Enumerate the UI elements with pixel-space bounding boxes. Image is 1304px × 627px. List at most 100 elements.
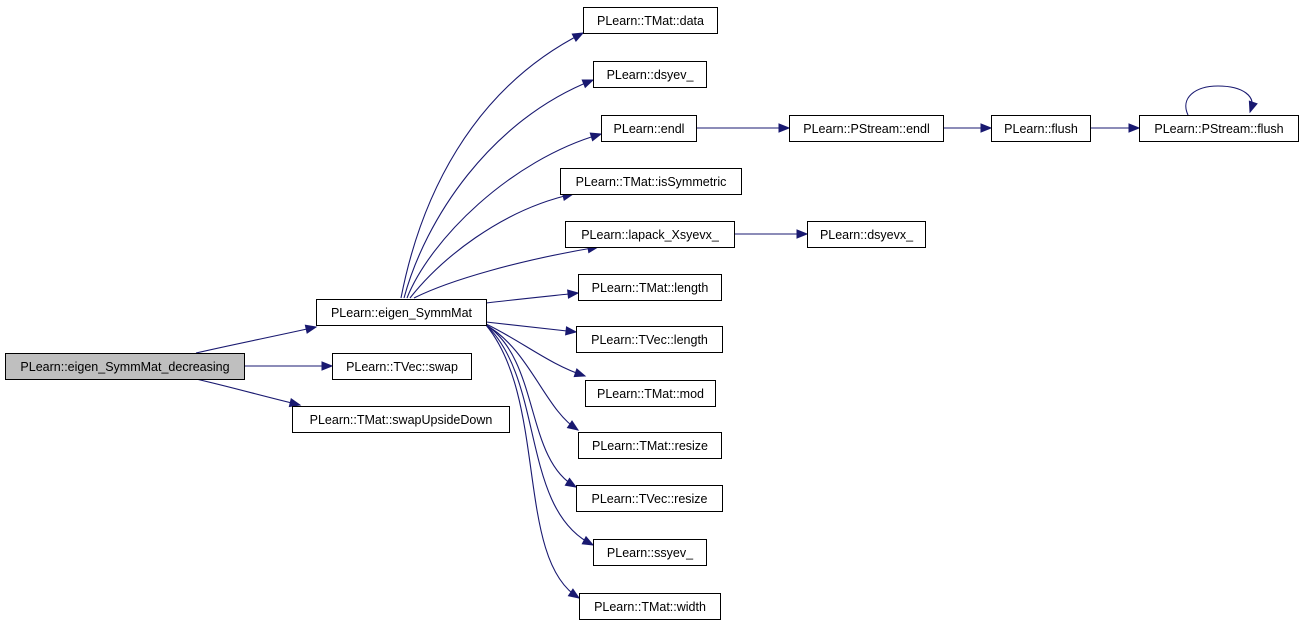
node-label: PLearn::TVec::swap — [346, 360, 458, 374]
edge-eigen-to-tmlen — [485, 289, 580, 304]
node-label: PLearn::TMat::data — [597, 14, 704, 28]
node-label: PLearn::PStream::endl — [803, 122, 929, 136]
edge-eigen-to-tmres — [485, 324, 580, 431]
node-label: PLearn::ssyev_ — [607, 546, 694, 560]
node-box — [585, 380, 716, 407]
node-tmres[interactable]: PLearn::TMat::resize — [578, 432, 722, 459]
node-box — [583, 7, 718, 34]
edge-eigen-to-mod — [485, 323, 587, 378]
arrow-head-icon — [304, 324, 318, 334]
arrow-head-icon — [573, 368, 587, 378]
node-label: PLearn::TMat::isSymmetric — [576, 175, 727, 189]
edge-eigen-to-ssyev — [485, 324, 595, 546]
arrow-head-icon — [980, 123, 993, 133]
node-label: PLearn::TMat::width — [594, 600, 706, 614]
arrow-head-icon — [1248, 100, 1258, 114]
edge-eigen-to-data — [400, 32, 585, 299]
edge-root-to-eigen — [195, 324, 318, 354]
node-mod[interactable]: PLearn::TMat::mod — [585, 380, 716, 407]
node-label: PLearn::TMat::swapUpsideDown — [310, 413, 493, 427]
edge-line — [485, 324, 577, 488]
arrow-head-icon — [581, 535, 595, 546]
arrow-head-icon — [288, 397, 302, 408]
edge-line — [485, 323, 586, 377]
node-dsyevx[interactable]: PLearn::dsyevx_ — [807, 221, 926, 248]
node-tvswap[interactable]: PLearn::TVec::swap — [332, 353, 472, 380]
edge-eigen-to-issym — [409, 191, 575, 299]
node-width[interactable]: PLearn::TMat::width — [579, 593, 721, 620]
edge-line — [485, 324, 579, 431]
arrow-head-icon — [564, 477, 578, 488]
arrow-head-icon — [565, 326, 578, 336]
edge-line — [403, 79, 594, 299]
arrow-head-icon — [589, 132, 603, 142]
node-tvres[interactable]: PLearn::TVec::resize — [576, 485, 723, 512]
node-box — [565, 221, 735, 248]
arrow-head-icon — [1128, 123, 1141, 133]
node-data[interactable]: PLearn::TMat::data — [583, 7, 718, 34]
node-ssyev[interactable]: PLearn::ssyev_ — [593, 539, 707, 566]
edge-eigen-to-tvlen — [485, 321, 578, 336]
node-tvlen[interactable]: PLearn::TVec::length — [576, 326, 723, 353]
node-label: PLearn::dsyev_ — [607, 68, 695, 82]
node-dsyev[interactable]: PLearn::dsyev_ — [593, 61, 707, 88]
node-psflush[interactable]: PLearn::PStream::flush — [1139, 115, 1299, 142]
edge-line — [400, 32, 584, 299]
edge-lapack-to-dsyevx — [734, 229, 809, 239]
edge-eigen-to-endl — [406, 132, 603, 299]
node-endl[interactable]: PLearn::endl — [601, 115, 697, 142]
node-flush[interactable]: PLearn::flush — [991, 115, 1091, 142]
node-box — [991, 115, 1091, 142]
node-label: PLearn::TVec::length — [591, 333, 708, 347]
arrow-head-icon — [778, 123, 791, 133]
node-box — [560, 168, 742, 195]
node-box — [601, 115, 697, 142]
node-label: PLearn::TMat::resize — [592, 439, 708, 453]
arrow-head-icon — [321, 361, 334, 371]
edge-flush-to-psflush — [1090, 123, 1141, 133]
node-label: PLearn::flush — [1004, 122, 1078, 136]
edge-psendl-to-flush — [943, 123, 993, 133]
arrow-head-icon — [566, 420, 580, 431]
arrow-head-icon — [567, 588, 581, 599]
node-root[interactable]: PLearn::eigen_SymmMat_decreasing — [5, 353, 245, 380]
edge-line — [195, 378, 301, 406]
edge-eigen-to-width — [485, 324, 581, 599]
node-box — [316, 299, 487, 326]
node-label: PLearn::PStream::flush — [1154, 122, 1283, 136]
node-box — [807, 221, 926, 248]
node-tmlen[interactable]: PLearn::TMat::length — [578, 274, 722, 301]
node-box — [576, 485, 723, 512]
edges-layer — [195, 32, 1258, 599]
node-psendl[interactable]: PLearn::PStream::endl — [789, 115, 944, 142]
arrow-head-icon — [571, 32, 585, 43]
node-box — [789, 115, 944, 142]
node-box — [1139, 115, 1299, 142]
node-lapack[interactable]: PLearn::lapack_Xsyevx_ — [565, 221, 735, 248]
node-eigen[interactable]: PLearn::eigen_SymmMat — [316, 299, 487, 326]
node-box — [332, 353, 472, 380]
edge-endl-to-psendl — [696, 123, 791, 133]
node-label: PLearn::TVec::resize — [591, 492, 707, 506]
edge-eigen-to-tvres — [485, 324, 578, 488]
edge-line — [413, 246, 599, 299]
edge-eigen-to-dsyev — [403, 79, 595, 299]
edge-line — [409, 193, 574, 299]
edge-line — [485, 324, 580, 599]
edge-eigen-to-lapack — [413, 244, 600, 299]
node-box — [579, 593, 721, 620]
arrow-head-icon — [581, 79, 595, 89]
node-label: PLearn::eigen_SymmMat_decreasing — [20, 360, 229, 374]
node-label: PLearn::TMat::length — [592, 281, 709, 295]
node-box — [578, 274, 722, 301]
node-box — [578, 432, 722, 459]
node-swapud[interactable]: PLearn::TMat::swapUpsideDown — [292, 406, 510, 433]
node-box — [593, 539, 707, 566]
arrow-head-icon — [796, 229, 809, 239]
edge-line — [406, 133, 602, 299]
node-issym[interactable]: PLearn::TMat::isSymmetric — [560, 168, 742, 195]
arrow-head-icon — [567, 289, 580, 299]
node-box — [292, 406, 510, 433]
node-label: PLearn::endl — [614, 122, 685, 136]
